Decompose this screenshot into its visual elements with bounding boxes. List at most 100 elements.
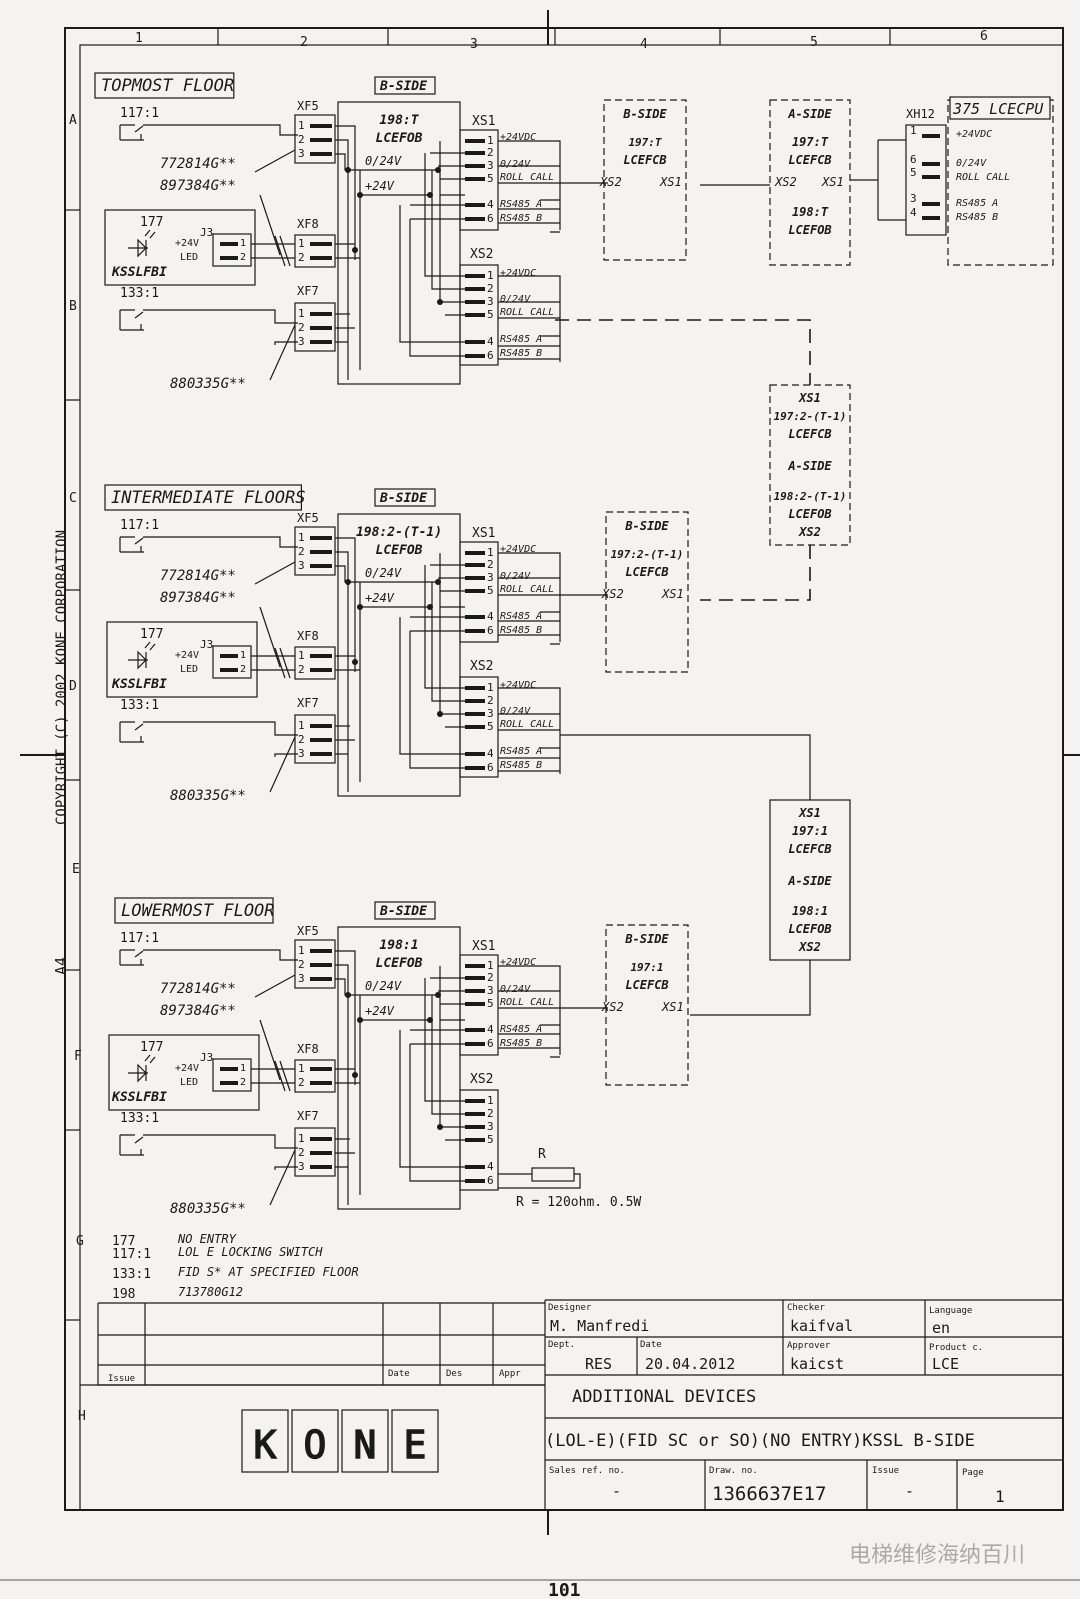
svg-text:NO ENTRY: NO ENTRY bbox=[177, 1232, 237, 1246]
svg-text:5: 5 bbox=[487, 1133, 494, 1146]
cable-772814: 772814G** bbox=[160, 568, 236, 584]
svg-text:197:T: 197:T bbox=[628, 136, 661, 149]
svg-text:ROLL CALL: ROLL CALL bbox=[500, 997, 554, 1008]
svg-text:+24VDC: +24VDC bbox=[500, 544, 536, 555]
svg-text:+24VDC: +24VDC bbox=[500, 680, 536, 691]
column-header: 1 2 3 4 5 6 bbox=[135, 28, 988, 52]
col-4: 4 bbox=[640, 37, 648, 52]
floor-title: TOPMOST FLOOR bbox=[101, 76, 234, 96]
ksslfbi-device bbox=[104, 209, 256, 286]
svg-text:LCEFCB: LCEFCB bbox=[623, 153, 666, 167]
svg-text:KSSLFBI: KSSLFBI bbox=[111, 265, 167, 280]
svg-text:198:1: 198:1 bbox=[379, 938, 418, 953]
svg-text:177: 177 bbox=[140, 627, 163, 642]
approver-name: kaicst bbox=[790, 1355, 844, 1373]
designer-name: M. Manfredi bbox=[550, 1317, 649, 1335]
cpu-title: 375 LCECPU bbox=[952, 100, 1044, 118]
svg-text:2: 2 bbox=[487, 146, 494, 159]
floor-title-box bbox=[104, 484, 302, 511]
product-value: LCE bbox=[932, 1355, 959, 1373]
svg-text:+24V: +24V bbox=[175, 238, 199, 249]
svg-text:LED: LED bbox=[180, 252, 198, 263]
b-side-label: B-SIDE bbox=[379, 491, 427, 506]
svg-text:0/24V: 0/24V bbox=[365, 979, 402, 993]
svg-text:XS1: XS1 bbox=[661, 587, 684, 601]
svg-text:A-SIDE: A-SIDE bbox=[787, 107, 832, 121]
svg-text:4: 4 bbox=[487, 1160, 494, 1173]
logo-letter-2: O bbox=[304, 1423, 327, 1467]
row-D: D bbox=[69, 679, 77, 694]
svg-text:XS1: XS1 bbox=[798, 391, 821, 405]
svg-text:117:1: 117:1 bbox=[112, 1247, 151, 1262]
svg-text:LCEFOB: LCEFOB bbox=[376, 956, 423, 971]
svg-text:XS2: XS2 bbox=[601, 1000, 624, 1014]
svg-text:0/24V: 0/24V bbox=[500, 984, 531, 995]
svg-text:177: 177 bbox=[112, 1234, 135, 1249]
svg-text:2: 2 bbox=[298, 133, 305, 146]
cable-772814: 772814G** bbox=[160, 156, 236, 172]
svg-text:4: 4 bbox=[487, 335, 494, 348]
svg-text:LCEFOB: LCEFOB bbox=[376, 131, 423, 146]
svg-text:XF8: XF8 bbox=[297, 1042, 319, 1056]
svg-text:FID S* AT SPECIFIED FLOOR: FID S* AT SPECIFIED FLOOR bbox=[178, 1265, 359, 1279]
paper-size: A4 bbox=[52, 957, 70, 975]
svg-text:XS1: XS1 bbox=[661, 1000, 684, 1014]
ksslfbi-device bbox=[106, 621, 258, 698]
svg-text:RS485 B: RS485 B bbox=[500, 348, 542, 359]
svg-text:133:1: 133:1 bbox=[120, 1111, 159, 1126]
svg-text:A-SIDE: A-SIDE bbox=[787, 459, 832, 473]
terminating-resistor: R R = 120ohm. 0.5W bbox=[498, 1147, 641, 1210]
svg-text:XS2: XS2 bbox=[470, 659, 493, 674]
svg-text:+24VDC: +24VDC bbox=[956, 129, 992, 140]
svg-text:+24V: +24V bbox=[175, 650, 199, 661]
svg-text:Dept.: Dept. bbox=[548, 1340, 575, 1350]
svg-text:2: 2 bbox=[298, 1076, 305, 1089]
col-6: 6 bbox=[980, 29, 988, 44]
row-F: F bbox=[74, 1049, 82, 1064]
svg-text:198: 198 bbox=[112, 1287, 135, 1302]
logo-letter-1: K bbox=[254, 1423, 277, 1467]
sales-ref: - bbox=[612, 1482, 621, 1500]
svg-text:3: 3 bbox=[487, 159, 494, 172]
svg-text:J3: J3 bbox=[200, 638, 213, 651]
issue-value: - bbox=[905, 1482, 914, 1500]
svg-text:XS1: XS1 bbox=[659, 175, 682, 189]
svg-text:2: 2 bbox=[298, 663, 305, 676]
svg-text:LCEFOB: LCEFOB bbox=[376, 543, 423, 558]
svg-text:1: 1 bbox=[298, 531, 305, 544]
svg-text:198:T: 198:T bbox=[792, 205, 829, 219]
cable-897384: 897384G** bbox=[160, 1003, 236, 1019]
row-C: C bbox=[69, 491, 77, 506]
svg-text:198:T: 198:T bbox=[379, 113, 419, 128]
svg-text:3: 3 bbox=[298, 147, 305, 160]
svg-text:Sales ref. no.: Sales ref. no. bbox=[549, 1466, 625, 1476]
svg-text:B-SIDE: B-SIDE bbox=[622, 107, 667, 121]
svg-text:3: 3 bbox=[298, 747, 305, 760]
svg-text:LCEFCB: LCEFCB bbox=[788, 427, 831, 441]
svg-text:5: 5 bbox=[487, 308, 494, 321]
svg-text:1: 1 bbox=[298, 944, 305, 957]
lcefob-board bbox=[337, 513, 461, 797]
svg-text:XH12: XH12 bbox=[906, 107, 935, 121]
svg-text:1: 1 bbox=[298, 1132, 305, 1145]
svg-text:177: 177 bbox=[140, 215, 163, 230]
svg-text:177: 177 bbox=[140, 1040, 163, 1055]
svg-text:XF8: XF8 bbox=[297, 217, 319, 231]
col-5: 5 bbox=[810, 35, 818, 50]
svg-text:KSSLFBI: KSSLFBI bbox=[111, 1090, 167, 1105]
svg-text:Approver: Approver bbox=[787, 1341, 831, 1351]
svg-text:1: 1 bbox=[240, 650, 246, 661]
svg-text:XF7: XF7 bbox=[297, 284, 319, 298]
drawing-title-1: ADDITIONAL DEVICES bbox=[572, 1387, 756, 1407]
svg-text:2: 2 bbox=[298, 251, 305, 264]
mid-a-side-box: XS1 197:2-(T-1) LCEFCB A-SIDE 198:2-(T-1… bbox=[769, 384, 851, 546]
copyright-text: COPYRIGHT (C) 2002 KONE CORPORATION bbox=[54, 530, 70, 825]
svg-text:XS1: XS1 bbox=[821, 175, 844, 189]
svg-text:4: 4 bbox=[487, 1023, 494, 1036]
svg-text:LED: LED bbox=[180, 1077, 198, 1088]
ksslfbi-device bbox=[108, 1034, 260, 1111]
svg-text:1: 1 bbox=[487, 134, 494, 147]
row-G: G bbox=[76, 1234, 84, 1249]
